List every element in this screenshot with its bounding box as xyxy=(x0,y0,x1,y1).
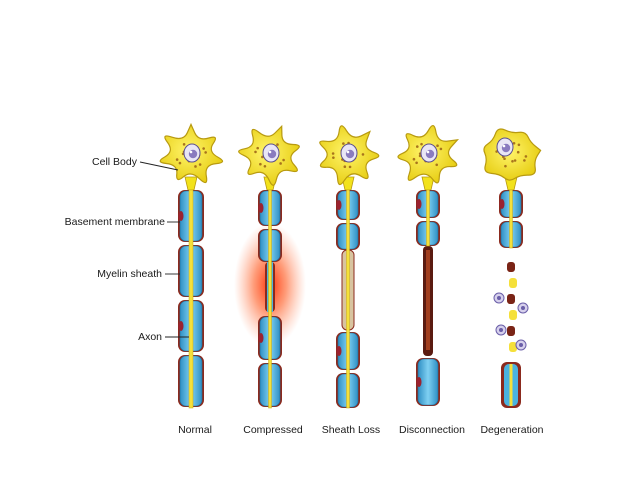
nucleolus-4 xyxy=(501,143,511,153)
axon-core xyxy=(509,189,513,249)
axon-core xyxy=(346,189,350,409)
organelle-dot xyxy=(331,152,335,155)
schwann-nucleus xyxy=(336,200,342,210)
nucleolus-highlight xyxy=(346,150,350,154)
organelle-dot xyxy=(343,165,347,169)
axon-fragment xyxy=(509,278,517,288)
organelle-dot xyxy=(512,141,516,145)
organelle-dot xyxy=(175,158,179,161)
leader-lines xyxy=(139,161,189,338)
nucleolus-1 xyxy=(267,149,277,159)
axon-fragment xyxy=(507,326,515,336)
organelle-dot xyxy=(511,159,514,163)
organelle-dot xyxy=(436,144,439,148)
axon-core xyxy=(188,189,194,409)
organelle-dot xyxy=(524,155,528,158)
schwann-nucleus xyxy=(178,211,184,221)
axon-fragment xyxy=(507,294,515,304)
schwann-nucleus xyxy=(178,321,184,331)
label-axon: Axon xyxy=(138,331,162,343)
label-basement-membrane: Basement membrane xyxy=(64,216,165,228)
organelle-dot xyxy=(178,161,182,165)
label-cell-body: Cell Body xyxy=(92,156,137,168)
organelle-dot xyxy=(259,162,262,166)
macrophage-nucleus xyxy=(519,343,523,347)
nucleolus-3 xyxy=(425,149,435,159)
schwann-nucleus xyxy=(416,199,422,209)
nucleolus-2 xyxy=(345,149,355,159)
axon-fragment xyxy=(509,342,517,352)
neurons-layer xyxy=(159,122,542,409)
axon-core xyxy=(426,189,430,247)
cell-body-4 xyxy=(483,128,542,181)
organelle-dot xyxy=(439,147,443,151)
organelle-dot xyxy=(332,156,335,159)
organelle-dot xyxy=(204,151,207,154)
stage-label-disconnection: Disconnection xyxy=(399,424,465,436)
organelle-dot xyxy=(254,150,257,154)
organelle-dot xyxy=(361,153,365,156)
nucleolus-highlight xyxy=(268,150,272,154)
nucleolus-0 xyxy=(188,149,198,159)
schwann-nucleus xyxy=(258,333,264,343)
organelle-dot xyxy=(523,159,526,162)
organelle-dot xyxy=(276,143,279,146)
axon-fragment xyxy=(509,310,517,320)
distal-axon xyxy=(509,364,513,406)
organelle-dot xyxy=(198,163,202,166)
organelle-dot xyxy=(415,145,419,148)
schwann-nucleus xyxy=(416,377,422,387)
organelle-dot xyxy=(282,158,285,162)
organelle-dot xyxy=(503,157,506,161)
organelle-dot xyxy=(256,146,259,150)
nucleolus-highlight xyxy=(426,150,430,154)
stage-label-sheath-loss: Sheath Loss xyxy=(321,424,381,436)
stage-label-compressed: Compressed xyxy=(243,424,303,436)
macrophage-nucleus xyxy=(521,306,525,310)
nucleolus-highlight xyxy=(189,150,193,154)
stage-label-degeneration: Degeneration xyxy=(480,424,544,436)
organelle-dot xyxy=(517,143,521,147)
organelle-dot xyxy=(279,162,282,165)
schwann-nucleus xyxy=(499,199,505,209)
disconnected-axon xyxy=(426,250,430,350)
organelle-dot xyxy=(342,142,345,145)
organelle-dot xyxy=(435,163,439,167)
organelle-dot xyxy=(504,164,507,168)
leader-cell-body xyxy=(139,161,179,171)
axon-fragment xyxy=(507,262,515,272)
stage-label-normal: Normal xyxy=(178,424,212,436)
label-myelin-sheath: Myelin sheath xyxy=(97,268,162,280)
axon-core xyxy=(268,189,272,409)
organelle-dot xyxy=(415,161,418,165)
organelle-dot xyxy=(420,142,423,146)
organelle-dot xyxy=(202,147,205,150)
schwann-nucleus xyxy=(336,346,342,356)
organelle-dot xyxy=(516,150,520,154)
organelle-dot xyxy=(263,164,267,168)
macrophage-nucleus xyxy=(499,328,503,332)
organelle-dot xyxy=(182,143,186,146)
organelle-dot xyxy=(412,157,416,161)
nucleolus-highlight xyxy=(502,144,506,148)
organelle-dot xyxy=(194,165,197,168)
schwann-nucleus xyxy=(258,203,264,213)
organelle-dot xyxy=(513,159,517,162)
organelle-dot xyxy=(348,165,352,169)
axon-hillock xyxy=(184,176,198,191)
macrophage-nucleus xyxy=(497,296,501,300)
